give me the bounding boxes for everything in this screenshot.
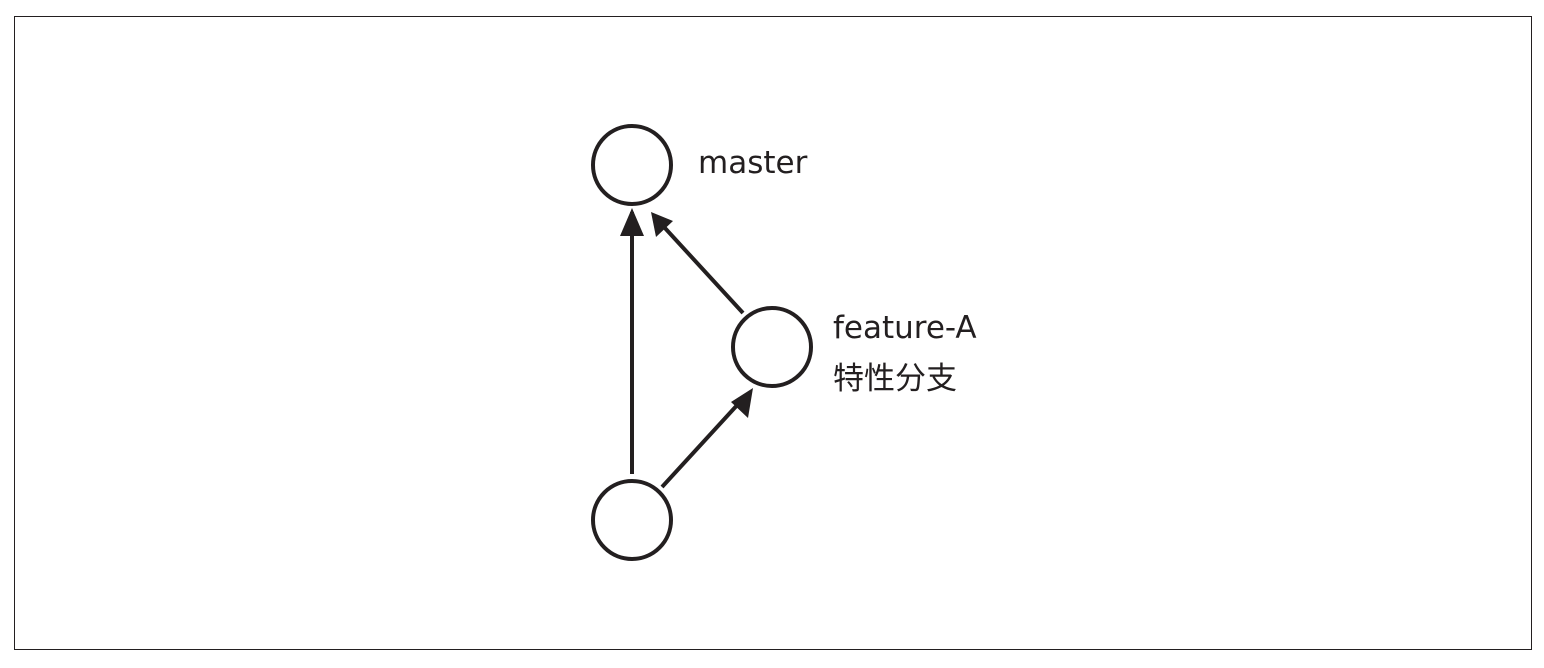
node-feature <box>731 306 813 388</box>
edges <box>620 208 753 489</box>
arrowhead-base-to-feature <box>731 388 753 418</box>
node-base <box>591 479 673 561</box>
label-feature-desc: 特性分支 <box>833 361 957 397</box>
arrowhead-base-to-master <box>620 208 644 236</box>
diagram-frame <box>14 16 1532 650</box>
labels: master feature-A 特性分支 <box>698 145 977 397</box>
label-feature-name: feature-A <box>833 310 977 346</box>
nodes <box>591 124 813 561</box>
edge-feature-to-master <box>662 225 745 315</box>
arrowhead-feature-to-master <box>651 212 673 237</box>
node-master <box>591 124 673 206</box>
label-master: master <box>698 145 808 181</box>
edge-base-to-feature <box>660 400 742 489</box>
